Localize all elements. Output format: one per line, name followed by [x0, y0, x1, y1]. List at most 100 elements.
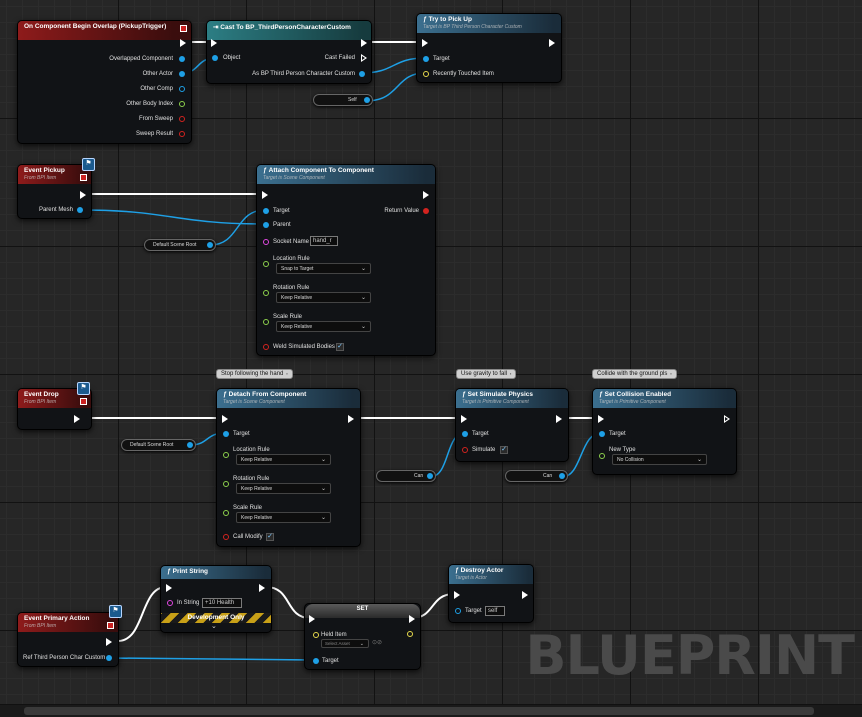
scale-rule-pin[interactable]: [223, 510, 229, 516]
can-out-pin[interactable]: [559, 473, 565, 479]
socket-name-input[interactable]: hand_r: [310, 236, 338, 246]
exec-out-pin[interactable]: [74, 415, 80, 423]
scene-root-out-pin[interactable]: [187, 442, 193, 448]
horizontal-scrollbar[interactable]: [0, 704, 862, 717]
rotation-rule-select[interactable]: Keep Relative⌄: [276, 292, 371, 303]
comment-bubble[interactable]: Collide with the ground pls▪: [592, 369, 677, 379]
scale-rule-select[interactable]: Keep Relative⌄: [236, 512, 331, 523]
delegate-pin[interactable]: [80, 174, 87, 181]
from-sweep-pin[interactable]: [179, 116, 185, 122]
exec-in-pin[interactable]: [309, 615, 315, 623]
scrollbar-thumb[interactable]: [24, 707, 814, 715]
location-rule-select[interactable]: Keep Relative⌄: [236, 454, 331, 465]
in-string-pin[interactable]: [167, 600, 173, 606]
target-pin[interactable]: [455, 608, 461, 614]
chevron-down-icon[interactable]: ⌄: [211, 623, 217, 630]
location-rule-pin[interactable]: [223, 452, 229, 458]
target-pin[interactable]: [313, 658, 319, 664]
target-pin[interactable]: [223, 431, 229, 437]
exec-out-pin[interactable]: [549, 39, 555, 47]
return-value-pin[interactable]: [423, 208, 429, 214]
held-item-pin[interactable]: [313, 632, 319, 638]
exec-out-pin[interactable]: [556, 415, 562, 423]
other-body-index-pin[interactable]: [179, 101, 185, 107]
delegate-pin[interactable]: [80, 398, 87, 405]
rotation-rule-pin[interactable]: [263, 290, 269, 296]
exec-in-pin[interactable]: [422, 39, 428, 47]
exec-in-pin[interactable]: [461, 415, 467, 423]
weld-checkbox[interactable]: ✓: [336, 343, 344, 351]
exec-out-pin[interactable]: [423, 191, 429, 199]
in-string-input[interactable]: +10 Health: [202, 598, 242, 608]
new-type-pin[interactable]: [599, 453, 605, 459]
scene-root-out-pin[interactable]: [207, 242, 213, 248]
comment-toggle-icon[interactable]: ▪: [510, 371, 512, 376]
socket-name-pin[interactable]: [263, 239, 269, 245]
recently-touched-pin[interactable]: [423, 71, 429, 77]
exec-out-pin[interactable]: [106, 638, 112, 646]
location-rule-pin[interactable]: [263, 261, 269, 267]
cast-failed-pin[interactable]: [361, 54, 367, 62]
scale-rule-select[interactable]: Keep Relative⌄: [276, 321, 371, 332]
weld-pin[interactable]: [263, 344, 269, 350]
object-pin[interactable]: [212, 55, 218, 61]
exec-out-pin[interactable]: [409, 615, 415, 623]
other-comp-pin[interactable]: [179, 86, 185, 92]
exec-out-pin[interactable]: [724, 415, 730, 423]
comment-bubble[interactable]: Stop following the hand▪: [216, 369, 293, 379]
exec-in-pin[interactable]: [222, 415, 228, 423]
exec-in-pin[interactable]: [454, 591, 460, 599]
location-rule-select[interactable]: Snap to Target⌄: [276, 263, 371, 274]
delegate-pin[interactable]: [180, 25, 187, 32]
target-self-input[interactable]: self: [485, 606, 505, 616]
held-item-asset-picker[interactable]: Select Asset⌄: [321, 639, 369, 648]
parent-pin[interactable]: [263, 222, 269, 228]
self-out-pin[interactable]: [364, 97, 370, 103]
exec-in-pin[interactable]: [211, 39, 217, 47]
held-item-out-pin[interactable]: [407, 631, 413, 637]
scale-rule-pin[interactable]: [263, 319, 269, 325]
can-variable-node[interactable]: Can: [376, 470, 436, 482]
default-scene-root-node[interactable]: Default Scene Root: [121, 439, 196, 451]
can-out-pin[interactable]: [427, 473, 433, 479]
comment-toggle-icon[interactable]: ▪: [286, 371, 288, 376]
as-character-pin[interactable]: [359, 71, 365, 77]
call-modify-checkbox[interactable]: ✓: [266, 533, 274, 541]
self-node[interactable]: Self: [313, 94, 373, 106]
exec-out-pin[interactable]: [80, 191, 86, 199]
parent-mesh-pin[interactable]: [77, 207, 83, 213]
set-held-item-node[interactable]: SET Held Item Select Asset⌄ ⊙⊘ Target: [304, 603, 421, 670]
target-pin[interactable]: [263, 208, 269, 214]
exec-out-pin[interactable]: [361, 39, 367, 47]
simulate-pin[interactable]: [462, 447, 468, 453]
comment-bubble[interactable]: Use gravity to fall▪: [456, 369, 517, 379]
delegate-pin[interactable]: [107, 622, 114, 629]
simulate-checkbox[interactable]: ✓: [500, 446, 508, 454]
new-type-select[interactable]: No Collision⌄: [612, 454, 707, 465]
cast-node[interactable]: ⇥ Cast To BP_ThirdPersonCharacterCustom …: [206, 20, 372, 84]
target-pin[interactable]: [462, 431, 468, 437]
exec-out-pin[interactable]: [259, 584, 265, 592]
exec-out-pin[interactable]: [348, 415, 354, 423]
exec-out-pin[interactable]: [522, 591, 528, 599]
exec-out-pin[interactable]: [180, 39, 186, 47]
begin-overlap-node[interactable]: On Component Begin Overlap (PickupTrigge…: [17, 20, 192, 144]
sweep-result-pin[interactable]: [179, 131, 185, 137]
exec-in-pin[interactable]: [598, 415, 604, 423]
can-variable-node[interactable]: Can: [505, 470, 568, 482]
target-pin[interactable]: [423, 56, 429, 62]
rotation-rule-select[interactable]: Keep Relative⌄: [236, 483, 331, 494]
browse-icon[interactable]: ⊙⊘: [372, 640, 383, 646]
overlapped-component-pin[interactable]: [179, 56, 185, 62]
